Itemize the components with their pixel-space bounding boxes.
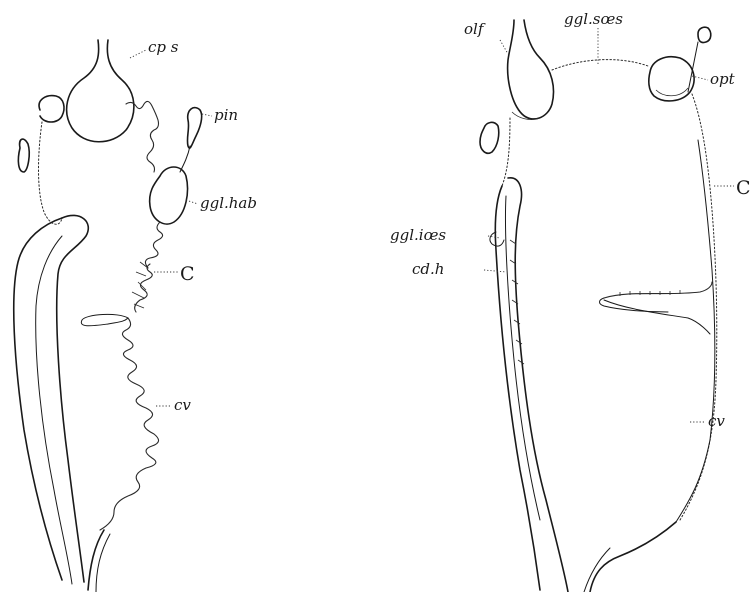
label-cv-right: cv — [708, 412, 725, 430]
left-wavy-stem — [145, 222, 162, 268]
left-drawing — [14, 40, 202, 592]
right-opt-vesicle — [649, 57, 694, 101]
left-cv-membrane — [100, 318, 159, 530]
label-c-right: C — [736, 177, 751, 199]
leader-cps — [130, 50, 146, 58]
left-ggl-hab — [150, 167, 188, 224]
label-cv-left: cv — [174, 396, 191, 414]
left-tube-inner2 — [36, 236, 72, 584]
right-fold-tip — [600, 298, 669, 312]
right-roof-top — [552, 60, 648, 70]
left-pin-vesicle — [187, 108, 201, 148]
label-cd-h: cd.h — [412, 260, 444, 278]
right-ggl-ioes-notch — [490, 232, 504, 246]
label-c-left: C — [180, 263, 195, 285]
label-cps: cp s — [148, 38, 179, 56]
right-opt-inner — [656, 88, 688, 96]
label-olf: olf — [464, 20, 486, 38]
label-ggl-ioes: ggl.iœs — [390, 226, 446, 244]
right-wall-right — [680, 94, 717, 520]
right-wall-right-solid — [676, 140, 715, 522]
left-dotted-roof — [39, 122, 63, 224]
left-loop — [81, 314, 128, 325]
left-cps-vesicle — [67, 40, 134, 142]
right-roof-left — [502, 118, 510, 186]
right-tube-outer — [495, 186, 540, 590]
leader-cd-h — [484, 270, 506, 272]
right-olf-vesicle — [508, 20, 554, 119]
label-ggl-hab: ggl.hab — [200, 194, 257, 212]
leader-ggl-hab — [186, 200, 198, 204]
label-ggl-soes: ggl.sœs — [564, 10, 623, 28]
label-pin: pin — [214, 106, 238, 124]
left-small-sac — [18, 139, 29, 172]
right-bottom-stalk — [584, 548, 610, 592]
right-small-sac — [480, 122, 499, 153]
right-drawing — [480, 20, 717, 592]
right-bottom-wall — [590, 522, 676, 592]
label-opt: opt — [710, 70, 736, 88]
right-fold-bottom — [604, 300, 710, 334]
right-opt-small-circle — [698, 27, 711, 42]
left-small-lobe — [39, 96, 64, 122]
left-wavy-membrane-top — [126, 101, 159, 172]
right-tube-mid — [505, 196, 540, 520]
left-tube-outer — [14, 218, 62, 580]
leader-pin — [202, 114, 212, 116]
leader-olf — [500, 40, 508, 54]
left-pin-stalk — [180, 146, 190, 172]
